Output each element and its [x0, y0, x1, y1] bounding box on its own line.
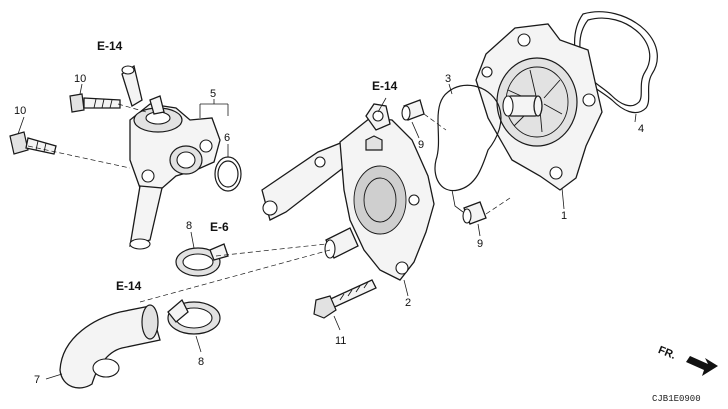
part-3-gasket [434, 84, 502, 192]
callout-11: 11 [335, 335, 346, 347]
front-direction-indicator: FR. [656, 344, 718, 376]
ref-e14-middle: E-14 [372, 79, 398, 93]
part-2-pump-housing [261, 103, 435, 281]
callout-9-upper: 9 [418, 139, 424, 151]
ref-e14-top: E-14 [97, 39, 123, 53]
callout-10-upper: 10 [74, 73, 86, 85]
part-9-dowel-upper [401, 99, 425, 121]
part-8-clamp-lower [167, 298, 221, 335]
drawing-code: CJB1E0900 [652, 394, 701, 404]
ref-e14-bottom: E-14 [116, 279, 142, 293]
callout-1: 1 [561, 210, 567, 222]
ref-e6: E-6 [210, 220, 229, 234]
callout-3: 3 [445, 73, 451, 85]
callout-8-upper: 8 [186, 220, 192, 232]
callout-10-lower: 10 [14, 105, 26, 117]
part-9-dowel-lower [462, 201, 487, 225]
front-arrow-icon [686, 356, 718, 376]
reference-labels: E-14 E-14 E-14 E-6 [97, 39, 398, 293]
part-5-thermostat-housing [121, 64, 221, 250]
callout-9-lower: 9 [477, 238, 483, 250]
callout-labels: 4 1 3 9 9 2 11 5 6 8 8 7 10 10 [14, 73, 644, 386]
front-label: FR. [656, 344, 677, 362]
part-1-water-pump [475, 23, 603, 191]
callout-7: 7 [34, 374, 40, 386]
alignment-lines [27, 103, 511, 303]
callout-4: 4 [638, 123, 644, 135]
callout-6: 6 [224, 132, 230, 144]
part-7-hose [59, 304, 161, 389]
part-11-bolt [313, 279, 377, 319]
leader-lines [17, 83, 637, 380]
part-6-o-ring [214, 156, 242, 192]
part-8-clamp-upper [175, 243, 229, 277]
part-10-bolt-lower [9, 131, 57, 155]
callout-2: 2 [405, 297, 411, 309]
callout-8-lower: 8 [198, 356, 204, 368]
part-10-bolt-upper [69, 93, 121, 113]
callout-5: 5 [210, 88, 216, 100]
